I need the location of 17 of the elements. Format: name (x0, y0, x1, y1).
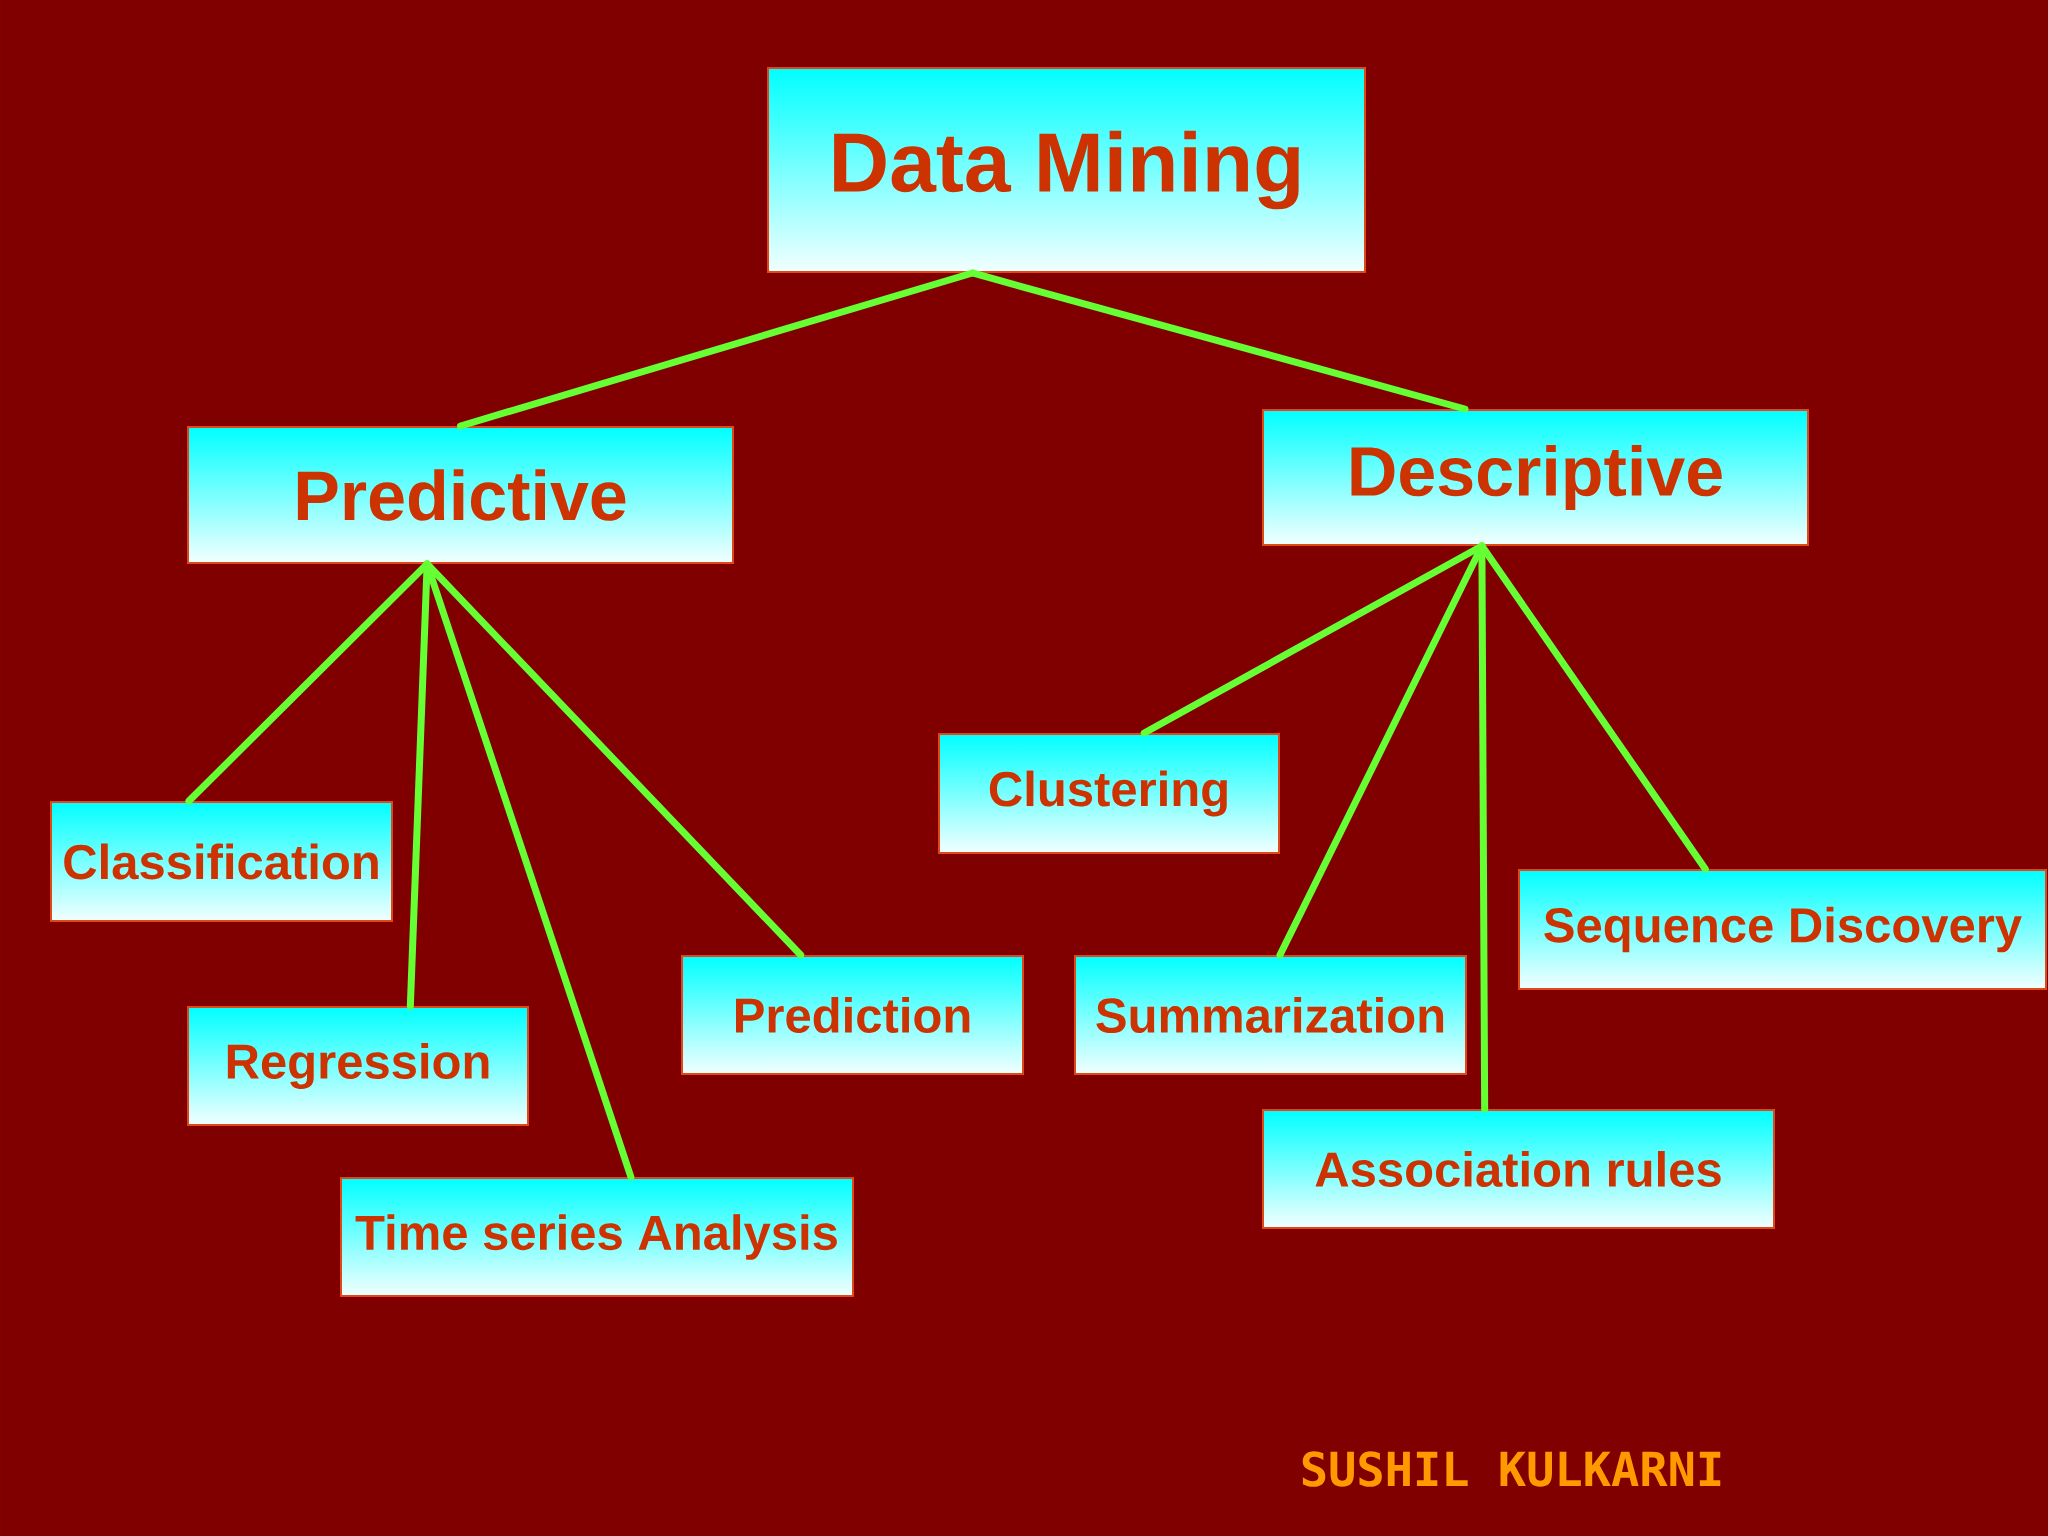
process-box: Regression (187, 1006, 529, 1126)
connector-line (1478, 542, 1489, 1113)
process-box: Prediction (681, 955, 1024, 1075)
process-box: Sequence Discovery (1518, 869, 2047, 990)
process-box: Association rules (1262, 1109, 1775, 1229)
connector-line (406, 560, 431, 1010)
connector-line (423, 560, 805, 959)
process-box: Classification (50, 801, 393, 922)
process-box: Descriptive (1262, 409, 1809, 546)
connector-line (1478, 542, 1709, 873)
connector-line (968, 269, 1469, 413)
process-box: Data Mining (767, 67, 1366, 273)
process-box: Clustering (938, 733, 1280, 854)
process-box: Time series Analysis (340, 1177, 854, 1297)
author-name: SUSHIL KULKARNI (1302, 1451, 1721, 1487)
process-box: Summarization (1074, 955, 1467, 1075)
process-box: Predictive (187, 426, 734, 564)
